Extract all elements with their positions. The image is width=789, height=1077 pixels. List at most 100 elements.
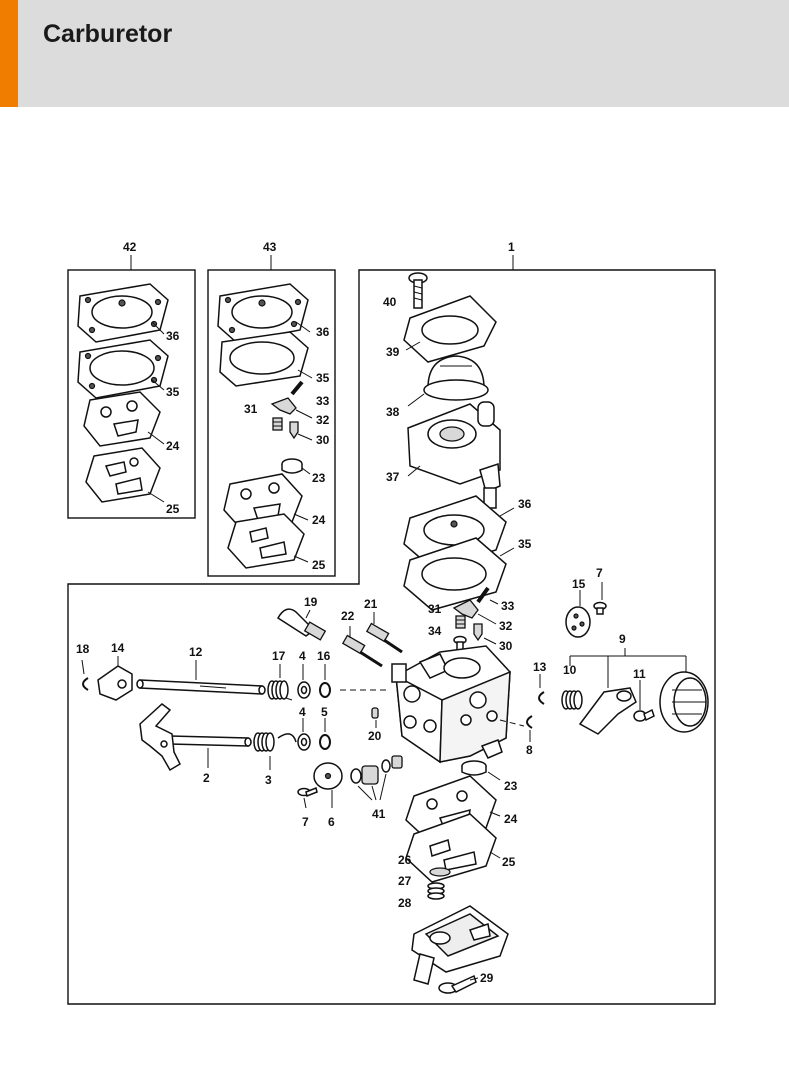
part-label-12: 12 bbox=[189, 645, 203, 659]
part-label-40: 40 bbox=[383, 295, 397, 309]
part-label-26: 26 bbox=[398, 853, 412, 867]
part-label-4: 4 bbox=[299, 705, 306, 719]
part-label-14: 14 bbox=[111, 641, 125, 655]
part-label-27: 27 bbox=[398, 874, 412, 888]
part-22-adjusting-screw bbox=[341, 634, 383, 668]
part-35-gasket bbox=[77, 339, 169, 399]
part-7-screw bbox=[297, 786, 318, 798]
part-label-28: 28 bbox=[398, 896, 412, 910]
part-label-7: 7 bbox=[302, 815, 309, 829]
part-label-33: 33 bbox=[501, 599, 515, 613]
part-33-pin bbox=[290, 380, 304, 396]
part-label-25: 25 bbox=[502, 855, 516, 869]
part-23-cap bbox=[281, 458, 303, 474]
part-10-spring bbox=[561, 690, 583, 710]
part-2-throttle-shaft bbox=[139, 703, 252, 772]
part-label-34: 34 bbox=[428, 624, 442, 638]
part-6-throttle-valve bbox=[313, 762, 343, 790]
part-label-21: 21 bbox=[364, 597, 378, 611]
group-label-43: 43 bbox=[263, 240, 277, 254]
part-label-37: 37 bbox=[386, 470, 400, 484]
part-31-spring bbox=[272, 417, 283, 431]
part-11-screw bbox=[633, 708, 655, 722]
part-label-38: 38 bbox=[386, 405, 400, 419]
part-label-35: 35 bbox=[518, 537, 532, 551]
part-25-gasket bbox=[405, 813, 497, 883]
group-label-42: 42 bbox=[123, 240, 137, 254]
part-41-repair-kit bbox=[350, 755, 403, 785]
part-13-clip bbox=[538, 691, 545, 705]
part-25-gasket bbox=[85, 447, 161, 503]
part-39-gasket bbox=[403, 295, 497, 363]
part-18-e-clip bbox=[82, 677, 89, 691]
part-label-35: 35 bbox=[316, 371, 330, 385]
part-label-20: 20 bbox=[368, 729, 382, 743]
part-27-spring bbox=[427, 882, 445, 900]
part-38-primer-bulb bbox=[423, 355, 489, 401]
part-label-31: 31 bbox=[244, 402, 258, 416]
part-label-41: 41 bbox=[372, 807, 386, 821]
part-37-pump-housing bbox=[407, 401, 501, 509]
part-label-24: 24 bbox=[312, 513, 326, 527]
part-21-adjusting-screw bbox=[365, 622, 403, 654]
part-label-25: 25 bbox=[312, 558, 326, 572]
part-label-25: 25 bbox=[166, 502, 180, 516]
part-36-metering-diaphragm bbox=[217, 283, 309, 343]
part-12-choke-shaft bbox=[136, 679, 266, 695]
part-16-o-ring bbox=[319, 682, 331, 698]
part-9-filter-cover bbox=[659, 671, 709, 733]
part-20-pin bbox=[371, 707, 379, 719]
part-8-clip bbox=[526, 715, 533, 729]
part-label-24: 24 bbox=[504, 812, 518, 826]
part-label-29: 29 bbox=[480, 971, 494, 985]
part-29-screw bbox=[438, 974, 477, 994]
part-label-36: 36 bbox=[518, 497, 532, 511]
part-label-30: 30 bbox=[316, 433, 330, 447]
part-4-washer bbox=[297, 733, 311, 751]
part-40-screw bbox=[408, 272, 428, 309]
part-label-36: 36 bbox=[166, 329, 180, 343]
part-label-10: 10 bbox=[563, 663, 577, 677]
part-23-cap bbox=[461, 760, 487, 776]
part-label-22: 22 bbox=[341, 609, 355, 623]
part-label-18: 18 bbox=[76, 642, 90, 656]
part-label-13: 13 bbox=[533, 660, 547, 674]
part-30-inlet-needle bbox=[289, 421, 299, 440]
part-33-pin bbox=[476, 586, 490, 604]
part-label-16: 16 bbox=[317, 649, 331, 663]
part-36-metering-diaphragm bbox=[77, 283, 169, 343]
part-label-11: 11 bbox=[633, 667, 646, 681]
part-9-choke-bracket bbox=[578, 687, 637, 735]
accent-stripe bbox=[0, 0, 18, 107]
part-label-35: 35 bbox=[166, 385, 180, 399]
part-32-inlet-lever bbox=[452, 599, 479, 619]
part-label-23: 23 bbox=[312, 471, 326, 485]
part-label-3: 3 bbox=[265, 773, 272, 787]
carburetor-body bbox=[391, 645, 511, 764]
part-14-lever bbox=[97, 665, 133, 701]
part-25-gasket bbox=[227, 513, 305, 569]
part-3-torsion-spring bbox=[253, 732, 297, 752]
part-label-32: 32 bbox=[499, 619, 513, 633]
part-label-24: 24 bbox=[166, 439, 180, 453]
page-title: Carburetor bbox=[43, 20, 173, 48]
part-label-9: 9 bbox=[619, 632, 626, 646]
part-label-36: 36 bbox=[316, 325, 330, 339]
assembly-box-1 bbox=[67, 269, 716, 1005]
part-label-6: 6 bbox=[328, 815, 335, 829]
part-34-screw bbox=[453, 635, 467, 651]
part-35-gasket bbox=[403, 537, 507, 611]
part-30-inlet-needle bbox=[473, 623, 483, 642]
part-24-gasket bbox=[83, 391, 161, 447]
part-label-30: 30 bbox=[499, 639, 513, 653]
part-label-19: 19 bbox=[304, 595, 318, 609]
part-label-2: 2 bbox=[203, 771, 210, 785]
header-bar bbox=[0, 0, 789, 107]
part-19-limiter-cap bbox=[276, 608, 327, 641]
part-15-cover-plate bbox=[565, 606, 591, 638]
part-label-15: 15 bbox=[572, 577, 586, 591]
part-label-31: 31 bbox=[428, 602, 442, 616]
part-label-7: 7 bbox=[596, 566, 603, 580]
part-4-washer bbox=[297, 681, 311, 699]
